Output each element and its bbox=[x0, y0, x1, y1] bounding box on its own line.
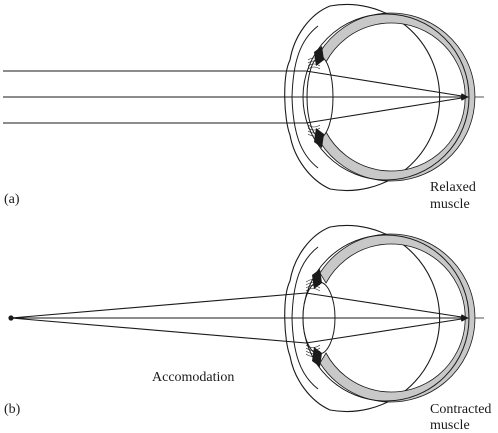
panel-b-tag: (b) bbox=[4, 402, 21, 417]
ray-bottom-refracted bbox=[305, 95, 469, 124]
ciliary-fibers-top bbox=[305, 279, 321, 292]
ciliary-fibers-bottom bbox=[307, 124, 321, 137]
ciliary-fibers-top bbox=[307, 57, 321, 70]
relaxed-muscle-label-line1: Relaxed bbox=[430, 180, 476, 195]
ray-upper bbox=[10, 292, 307, 319]
panel-a: (a) Relaxed muscle bbox=[3, 3, 484, 212]
iris-top bbox=[314, 46, 324, 66]
iris-bottom bbox=[312, 347, 322, 367]
ray-lower bbox=[10, 317, 307, 344]
ciliary-fibers-bottom bbox=[305, 344, 321, 357]
contracted-muscle-label-line2: muscle bbox=[430, 418, 470, 433]
relaxed-muscle-label-line2: muscle bbox=[430, 197, 470, 212]
ray-lower-refracted bbox=[305, 316, 469, 344]
accommodation-label: Accomodation bbox=[152, 370, 234, 385]
contracted-muscle-label-line1: Contracted bbox=[430, 402, 491, 417]
panel-b: Accomodation (b) Contracted muscle bbox=[4, 224, 491, 433]
iris-bottom bbox=[314, 128, 324, 148]
iris-top bbox=[312, 269, 322, 289]
ray-upper-refracted bbox=[305, 292, 469, 320]
ray-top-refracted bbox=[305, 70, 469, 99]
panel-a-tag: (a) bbox=[4, 192, 20, 207]
